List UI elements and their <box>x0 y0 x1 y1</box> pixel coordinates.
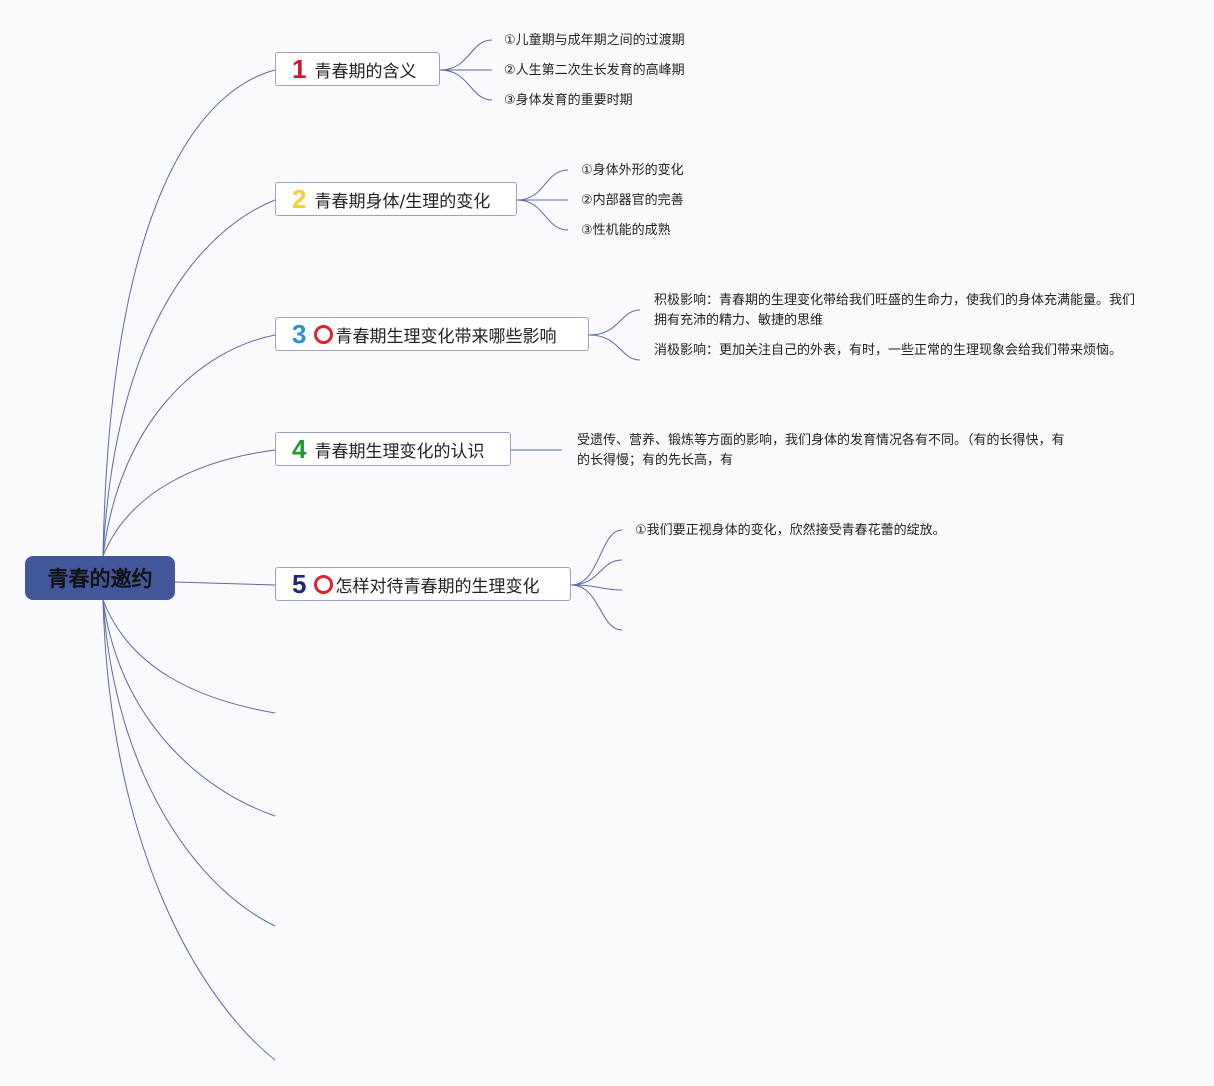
branch-label: 青春期的含义 <box>314 61 417 82</box>
leaf-3-1[interactable]: 积极影响：青春期的生理变化带给我们旺盛的生命力，使我们的身体充满能量。我们拥有充… <box>654 293 1136 328</box>
branch-5[interactable]: 5 怎样对待青春期的生理变化 <box>275 567 571 601</box>
branch-label: 青春期生理变化带来哪些影响 <box>335 326 557 347</box>
branch-3[interactable]: 3 青春期生理变化带来哪些影响 <box>275 317 589 351</box>
branch-number: 5 <box>292 568 307 599</box>
red-circle-icon <box>314 574 334 594</box>
branch-1[interactable]: 1 青春期的含义 <box>275 52 440 86</box>
branch-4[interactable]: 4 青春期生理变化的认识 <box>275 432 511 466</box>
leaf-1-1[interactable]: ①儿童期与成年期之间的过渡期 <box>504 33 685 48</box>
red-circle-icon <box>314 324 334 344</box>
leaf-2-3[interactable]: ③性机能的成熟 <box>581 223 671 238</box>
root-node[interactable]: 青春的邀约 <box>25 556 175 600</box>
leaf-1-2[interactable]: ②人生第二次生长发育的高峰期 <box>504 63 685 78</box>
leaf-2-1[interactable]: ①身体外形的变化 <box>581 163 684 178</box>
branch-2[interactable]: 2 青春期身体/生理的变化 <box>275 182 517 216</box>
branch-number: 4 <box>292 433 307 464</box>
branch-number: 3 <box>292 318 307 349</box>
branch-label: 青春期身体/生理的变化 <box>314 191 491 212</box>
branch-label: 青春期生理变化的认识 <box>314 441 485 462</box>
leaf-5-1[interactable]: ①我们要正视身体的变化，欣然接受青春花蕾的绽放。 <box>635 523 946 538</box>
leaf-3-2[interactable]: 消极影响：更加关注自己的外表，有时，一些正常的生理现象会给我们带来烦恼。 <box>654 343 1123 358</box>
branch-number: 2 <box>292 183 307 214</box>
root-label: 青春的邀约 <box>47 567 153 591</box>
leaf-2-2[interactable]: ②内部器官的完善 <box>581 193 684 208</box>
branch-label: 怎样对待青春期的生理变化 <box>335 576 540 597</box>
leaf-4-1[interactable]: 受遗传、营养、锻炼等方面的影响，我们身体的发育情况各有不同。（有的长得快，有的长… <box>577 433 1065 468</box>
branch-number: 1 <box>292 53 307 84</box>
leaf-1-3[interactable]: ③身体发育的重要时期 <box>504 93 633 108</box>
